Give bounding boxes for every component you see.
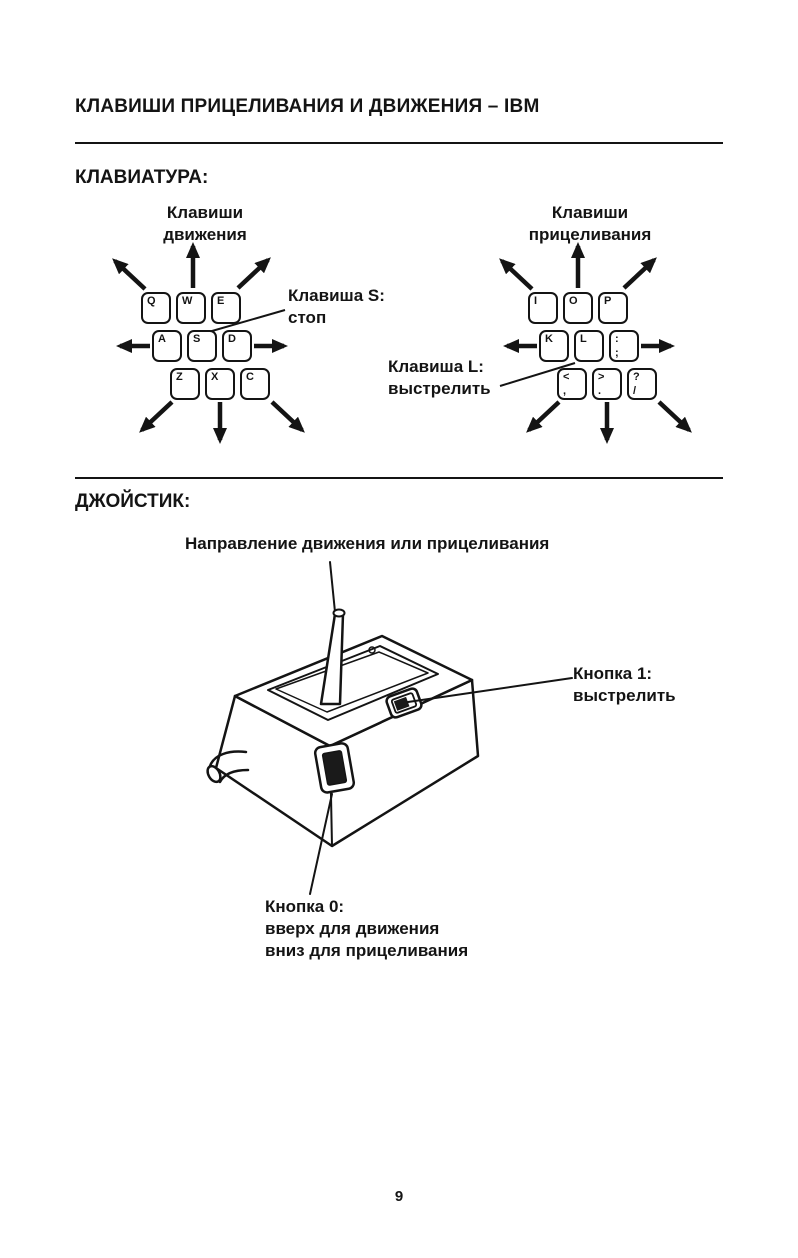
direction-arrows-illustration [112, 242, 692, 444]
key-s-callout: Клавиша S: стоп [288, 286, 385, 328]
movement-arrow-down-left [139, 400, 174, 433]
joystick-button-1 [385, 687, 423, 719]
joystick-cable-end [206, 764, 222, 784]
movement-arrow-up-right [236, 257, 271, 290]
key-p: P [598, 292, 628, 324]
key-comma: < , [557, 368, 587, 400]
movement-keys-label: Клавиши движения [163, 203, 247, 245]
callout-line-key-s [204, 309, 286, 334]
key-i: I [528, 292, 558, 324]
key-label: E [217, 295, 225, 307]
joystick-recess-inner [275, 651, 429, 713]
key-label: W [182, 295, 193, 307]
joystick-section-heading: ДЖОЙСТИК: [75, 491, 191, 512]
key-label: / [633, 385, 637, 397]
key-label: L [580, 333, 587, 345]
key-label: D [228, 333, 236, 345]
key-label: , [563, 385, 567, 397]
joystick-button-0 [313, 742, 356, 794]
keyboard-section-heading: КЛАВИАТУРА: [75, 167, 209, 188]
key-d: D [222, 330, 252, 362]
key-label: Z [176, 371, 183, 383]
key-z: Z [170, 368, 200, 400]
key-k: K [539, 330, 569, 362]
page-number: 9 [394, 1188, 404, 1205]
key-a: A [152, 330, 182, 362]
key-label: P [604, 295, 612, 307]
key-w: W [176, 292, 206, 324]
key-label: < [563, 371, 570, 383]
aiming-arrow-up-right [622, 257, 657, 290]
key-label: Q [147, 295, 156, 307]
button1-label: Кнопка 1: выстрелить [573, 664, 676, 706]
key-label: A [158, 333, 166, 345]
movement-arrow-down-right [270, 400, 305, 433]
key-label: ; [615, 347, 619, 359]
key-label: O [569, 295, 578, 307]
joystick-illustration [206, 561, 573, 895]
key-label: . [598, 385, 602, 397]
callout-line-key-l [499, 362, 576, 387]
key-label: I [534, 295, 538, 307]
key-semicolon: : ; [609, 330, 639, 362]
movement-arrow-up-left [112, 258, 147, 291]
key-label: C [246, 371, 254, 383]
aiming-arrow-down-right [657, 400, 692, 433]
keyboard-diagram: Клавиши движения Клавиши прицеливания Q … [75, 200, 725, 460]
key-q: Q [141, 292, 171, 324]
key-label: X [211, 371, 219, 383]
key-s: S [187, 330, 217, 362]
aiming-keys-label: Клавиши прицеливания [528, 203, 652, 245]
key-l: L [574, 330, 604, 362]
section-divider [75, 477, 723, 479]
key-o: O [563, 292, 593, 324]
key-c: C [240, 368, 270, 400]
joystick-stick-tip [332, 608, 346, 618]
joystick-screw [368, 646, 376, 654]
joystick-cable [208, 750, 248, 768]
key-label: : [615, 333, 619, 345]
key-period: > . [592, 368, 622, 400]
key-slash: ? / [627, 368, 657, 400]
key-label: ? [633, 371, 640, 383]
joystick-direction-label: Направление движения или прицеливания [185, 534, 550, 553]
key-x: X [205, 368, 235, 400]
joystick-cable [218, 768, 250, 784]
key-label: K [545, 333, 553, 345]
page-title: КЛАВИШИ ПРИЦЕЛИВАНИЯ И ДВИЖЕНИЯ – IBM [75, 96, 540, 117]
key-label: S [193, 333, 201, 345]
aiming-arrow-down-left [526, 400, 561, 433]
button0-label: Кнопка 0: вверх для движения вниз для пр… [265, 897, 469, 961]
button0-leader-line [309, 793, 333, 895]
button1-leader-line [407, 677, 573, 703]
key-label: > [598, 371, 605, 383]
aiming-arrow-up-left [499, 258, 534, 291]
key-e: E [211, 292, 241, 324]
key-l-callout: Клавиша L: выстрелить [388, 357, 491, 399]
title-divider [75, 142, 723, 144]
